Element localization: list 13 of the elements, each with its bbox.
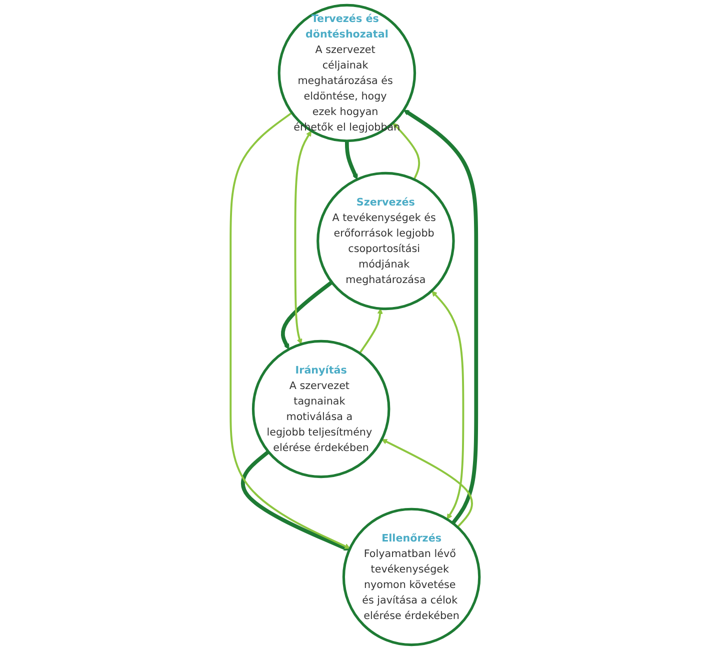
arrow bbox=[404, 110, 478, 524]
arrow bbox=[392, 122, 420, 180]
arrow bbox=[241, 450, 350, 551]
arrow bbox=[294, 130, 312, 344]
arrow bbox=[358, 308, 383, 354]
node-circle: Szervezés A tevékenységek és erőforrások legjobb csoportosítási módjának meghatározása bbox=[316, 172, 455, 310]
arrow bbox=[280, 280, 333, 350]
node-circle: Irányítás A szervezet tagnainak motiválása a legjobb teljesítmény elérése érdekében bbox=[252, 340, 390, 478]
arrow bbox=[230, 112, 350, 549]
arrow bbox=[382, 439, 473, 528]
arrow bbox=[344, 140, 358, 180]
node-circle: Ellenőrzés Folyamatban lévő tevékenységek nyomon követése és javítása a célok elérése érdekében bbox=[342, 508, 481, 646]
arrow bbox=[432, 290, 464, 520]
